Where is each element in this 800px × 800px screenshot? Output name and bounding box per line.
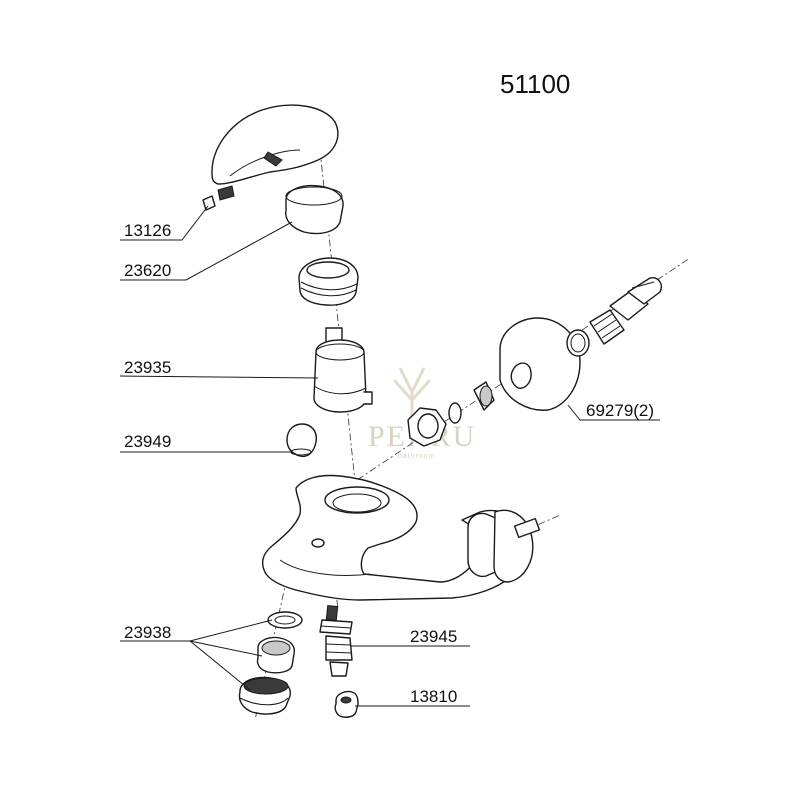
callout-23945: 23945 bbox=[410, 627, 457, 646]
callout-13126: 13126 bbox=[124, 221, 171, 240]
callout-23938: 23938 bbox=[124, 623, 171, 642]
end-cap-13810 bbox=[334, 690, 359, 718]
wall-flange-69279 bbox=[499, 317, 590, 411]
screw-13126 bbox=[202, 185, 235, 211]
faucet-body bbox=[261, 474, 541, 601]
callout-13810: 13810 bbox=[410, 687, 457, 706]
lever-handle bbox=[211, 104, 339, 185]
hex-nut bbox=[407, 407, 447, 447]
callout-23935: 23935 bbox=[124, 358, 171, 377]
washer-left bbox=[448, 402, 462, 424]
cartridge-23935 bbox=[313, 327, 373, 413]
threaded-ring bbox=[298, 257, 359, 306]
diverter-23945 bbox=[319, 604, 353, 677]
aerator-housing-23938 bbox=[238, 676, 291, 715]
watermark-subtext: bathroom bbox=[398, 453, 436, 460]
cover-cap-23620 bbox=[285, 184, 344, 235]
leader-lines bbox=[119, 205, 660, 707]
callout-23620: 23620 bbox=[124, 261, 171, 280]
aerator-insert-23938 bbox=[256, 636, 296, 674]
aerator-washer-23938 bbox=[267, 611, 303, 629]
callout-23949: 23949 bbox=[124, 432, 171, 451]
fitting-small bbox=[473, 381, 495, 411]
callout-69279: 69279(2) bbox=[586, 401, 654, 420]
model-number: 51100 bbox=[500, 69, 570, 99]
eccentric-connector bbox=[589, 277, 662, 345]
